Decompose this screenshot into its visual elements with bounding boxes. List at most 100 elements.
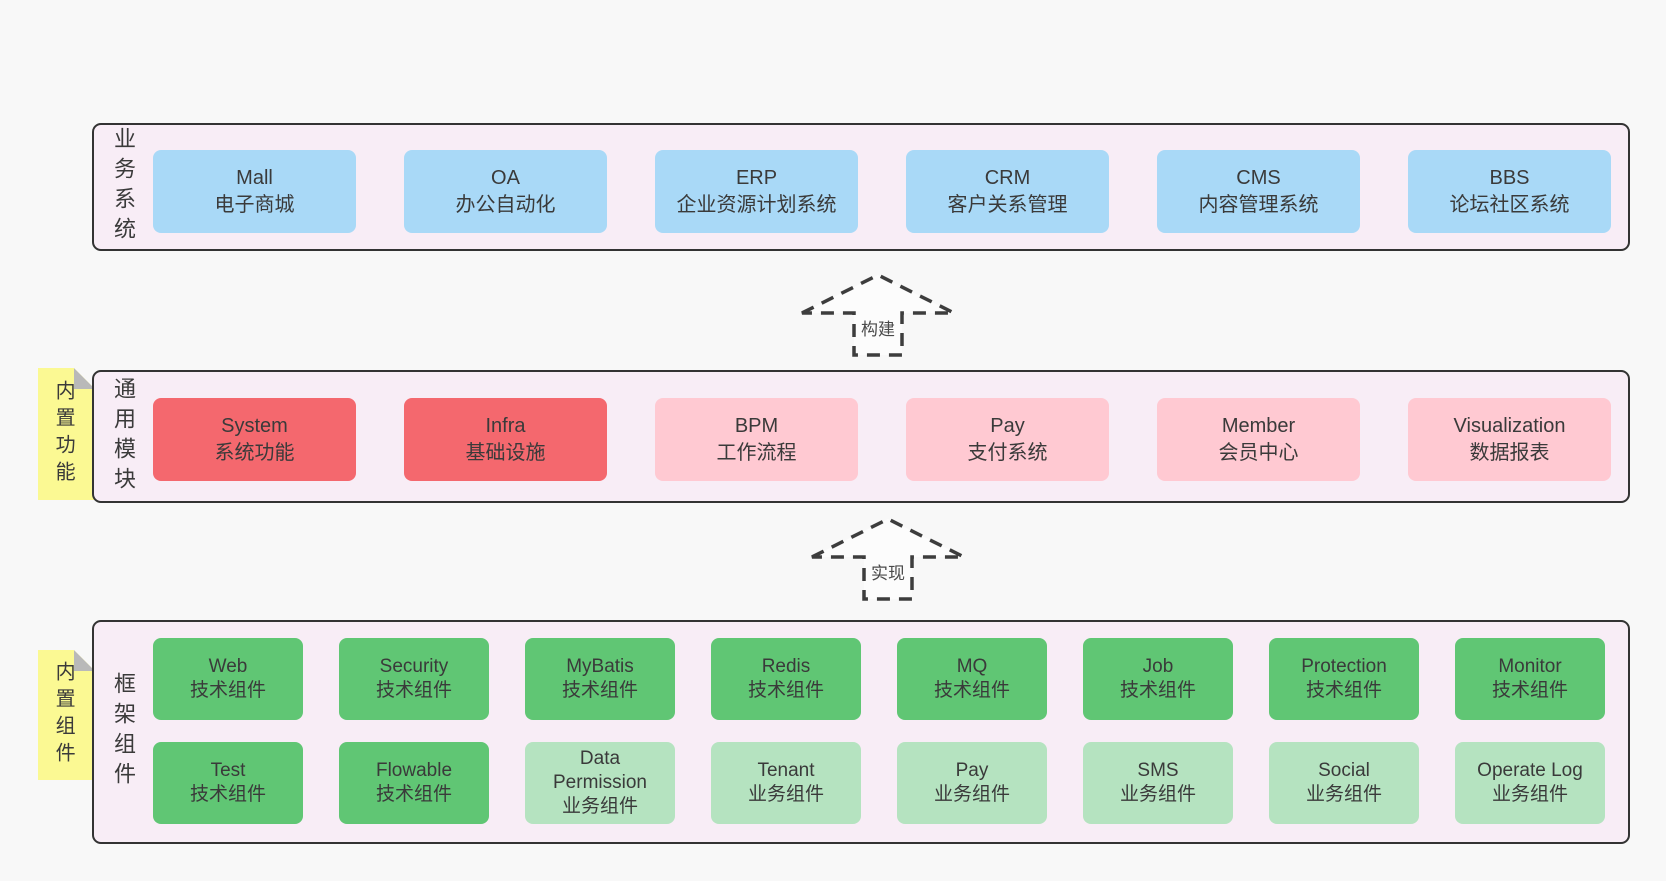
box-title: System — [221, 415, 288, 438]
diagram-box-web: Web 技术组件 — [153, 638, 303, 720]
box-title: Visualization — [1453, 415, 1566, 438]
box-subtitle: 技术组件 — [933, 680, 1010, 701]
diagram-box-bpm: BPM 工作流程 — [655, 398, 858, 481]
diagram-box-monitor: Monitor 技术组件 — [1455, 638, 1605, 720]
diagram-box-oa: OA 办公自动化 — [404, 150, 607, 233]
box-subtitle: 系统功能 — [214, 441, 295, 464]
diagram-box-cms: CMS 内容管理系统 — [1157, 150, 1360, 233]
box-title: Job — [1142, 655, 1174, 677]
box-subtitle: 业务组件 — [1119, 784, 1196, 805]
box-title: Flowable — [375, 759, 453, 781]
box-title: Protection — [1301, 655, 1387, 677]
box-subtitle: 支付系统 — [967, 441, 1048, 464]
dashed-up-arrow-icon — [811, 517, 965, 601]
sticky-note-label: 内置功能 — [52, 380, 75, 488]
box-title: BPM — [734, 415, 779, 438]
box-subtitle: 业务组件 — [1491, 784, 1568, 805]
box-subtitle: 业务组件 — [1305, 784, 1382, 805]
diagram-box-mall: Mall 电子商城 — [153, 150, 356, 233]
diagram-box-system: System 系统功能 — [153, 398, 356, 481]
box-subtitle: 论坛社区系统 — [1449, 193, 1570, 216]
box-subtitle: 数据报表 — [1469, 441, 1550, 464]
sticky-note-label: 内置组件 — [52, 661, 75, 769]
band-label-business-systems: 业务系统 — [111, 127, 136, 247]
box-subtitle: 技术组件 — [1119, 680, 1196, 701]
band-label-common-modules: 通用模块 — [111, 376, 136, 497]
box-title: Security — [379, 655, 449, 677]
diagram-box-sms: SMS 业务组件 — [1083, 742, 1233, 824]
box-subtitle: 会员中心 — [1218, 441, 1299, 464]
box-subtitle: 技术组件 — [747, 680, 824, 701]
diagram-box-redis: Redis 技术组件 — [711, 638, 861, 720]
arrow-build: 构建 — [798, 270, 958, 362]
box-subtitle: 业务组件 — [561, 796, 638, 818]
box-title: OA — [491, 167, 520, 190]
box-title: Tenant — [757, 759, 815, 781]
box-title: CRM — [984, 167, 1031, 190]
diagram-box-job: Job 技术组件 — [1083, 638, 1233, 720]
box-subtitle: 技术组件 — [375, 784, 452, 805]
box-title: CMS — [1236, 167, 1281, 190]
band-label-framework-components: 框架组件 — [111, 672, 136, 792]
diagram-box-bbs: BBS 论坛社区系统 — [1408, 150, 1611, 233]
box-subtitle: 业务组件 — [747, 784, 824, 805]
box-subtitle: 技术组件 — [375, 680, 452, 701]
sticky-note-builtin-components: 内置组件 — [38, 650, 95, 780]
band-common-modules: 通用模块 System 系统功能 Infra 基础设施 BPM 工作流程 Pay 支付系统 Me… — [92, 370, 1630, 503]
box-title: MQ — [956, 655, 988, 677]
arrow-implement: 实现 — [808, 514, 968, 606]
diagram-box-mq: MQ 技术组件 — [897, 638, 1047, 720]
diagram-box-protection: Protection 技术组件 — [1269, 638, 1419, 720]
box-subtitle: 技术组件 — [1305, 680, 1382, 701]
diagram-box-social: Social 业务组件 — [1269, 742, 1419, 824]
arrow-label: 构建 — [861, 320, 895, 339]
diagram-box-security: Security 技术组件 — [339, 638, 489, 720]
box-title: Member — [1221, 415, 1296, 438]
box-title: SMS — [1137, 759, 1179, 781]
box-title: Social — [1318, 759, 1370, 781]
dashed-up-arrow-icon — [801, 273, 955, 357]
sticky-note-builtin-features: 内置功能 — [38, 368, 95, 500]
diagram-box-tenant: Tenant 业务组件 — [711, 742, 861, 824]
box-title: Mall — [236, 167, 273, 190]
diagram-box-pay: Pay 支付系统 — [906, 398, 1109, 481]
box-title: Operate Log — [1477, 759, 1583, 781]
box-subtitle: 技术组件 — [1491, 680, 1568, 701]
box-subtitle: 客户关系管理 — [947, 193, 1068, 216]
box-title: Redis — [761, 655, 811, 677]
box-subtitle: 工作流程 — [716, 441, 797, 464]
box-title: Monitor — [1498, 655, 1562, 677]
box-subtitle: 技术组件 — [189, 784, 266, 805]
box-subtitle: 基础设施 — [465, 441, 546, 464]
box-title: Web — [208, 655, 248, 677]
box-subtitle: 技术组件 — [561, 680, 638, 701]
diagram-box-infra: Infra 基础设施 — [404, 398, 607, 481]
arrow-label: 实现 — [871, 564, 905, 583]
box-title: Pay — [990, 415, 1025, 438]
box-title: Pay — [955, 759, 989, 781]
box-subtitle: 技术组件 — [189, 680, 266, 701]
box-title: BBS — [1489, 167, 1530, 190]
diagram-box-crm: CRM 客户关系管理 — [906, 150, 1109, 233]
diagram-box-visualization: Visualization 数据报表 — [1408, 398, 1611, 481]
diagram-box-operate-log: Operate Log 业务组件 — [1455, 742, 1605, 824]
box-subtitle: 电子商城 — [214, 193, 295, 216]
box-title: Data Permission — [553, 747, 647, 793]
box-subtitle: 内容管理系统 — [1198, 193, 1319, 216]
box-title: Infra — [485, 415, 526, 438]
box-title: MyBatis — [566, 655, 634, 677]
diagram-box-flowable: Flowable 技术组件 — [339, 742, 489, 824]
box-subtitle: 办公自动化 — [455, 193, 556, 216]
box-subtitle: 业务组件 — [933, 784, 1010, 805]
diagram-box-member: Member 会员中心 — [1157, 398, 1360, 481]
diagram-box-pay: Pay 业务组件 — [897, 742, 1047, 824]
box-subtitle: 企业资源计划系统 — [676, 193, 837, 216]
